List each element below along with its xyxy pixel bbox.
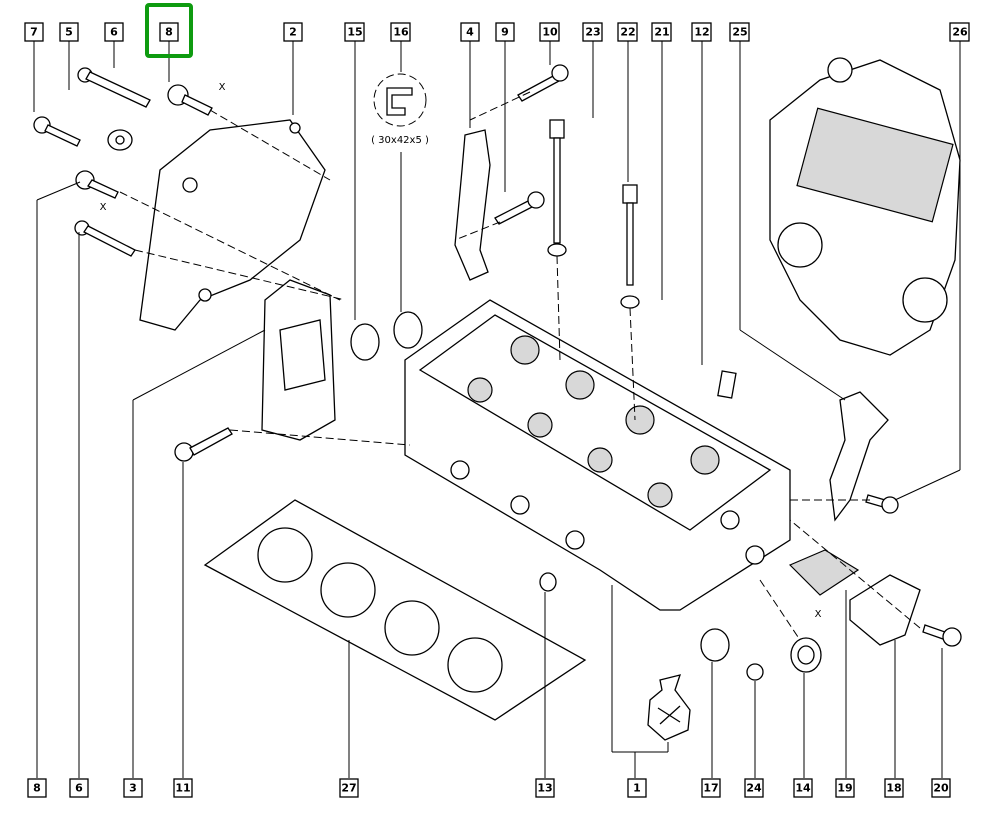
part-24-plug[interactable] xyxy=(746,663,764,681)
svg-text:15: 15 xyxy=(347,26,362,39)
callout-4[interactable]: 4 xyxy=(460,22,480,42)
callout-23[interactable]: 23 xyxy=(582,22,603,42)
callout-15[interactable]: 15 xyxy=(344,22,365,42)
svg-text:22: 22 xyxy=(620,26,635,39)
bolt-8-left[interactable] xyxy=(75,170,119,199)
bolt-26[interactable] xyxy=(865,494,899,514)
callout-20[interactable]: 20 xyxy=(931,778,951,798)
svg-text:27: 27 xyxy=(341,782,356,795)
bolt-22[interactable] xyxy=(620,184,640,309)
seal-15[interactable] xyxy=(350,311,423,361)
svg-text:17: 17 xyxy=(703,782,718,795)
sensor-12[interactable] xyxy=(717,370,737,399)
dimension-x-label: X xyxy=(815,609,822,620)
svg-text:6: 6 xyxy=(75,782,83,795)
svg-text:9: 9 xyxy=(501,26,509,39)
svg-text:23: 23 xyxy=(585,26,600,39)
callout-10[interactable]: 10 xyxy=(539,22,560,42)
svg-text:14: 14 xyxy=(795,782,811,795)
callout-13[interactable]: 13 xyxy=(535,778,555,798)
svg-text:7: 7 xyxy=(30,26,38,39)
part-17-plug[interactable] xyxy=(700,628,730,662)
part-13-plug[interactable] xyxy=(539,572,557,592)
bolt-10[interactable] xyxy=(517,64,569,102)
svg-text:18: 18 xyxy=(886,782,901,795)
callout-5[interactable]: 5 xyxy=(59,22,79,42)
svg-text:19: 19 xyxy=(837,782,852,795)
bolt-9[interactable] xyxy=(494,191,545,225)
svg-text:25: 25 xyxy=(732,26,747,39)
svg-text:3: 3 xyxy=(129,782,137,795)
svg-text:12: 12 xyxy=(694,26,709,39)
svg-text:2: 2 xyxy=(289,26,297,39)
part-2-bracket[interactable] xyxy=(139,119,326,331)
bolt-11[interactable] xyxy=(174,427,233,462)
callout-8-bottom[interactable]: 8 xyxy=(27,778,47,798)
svg-text:8: 8 xyxy=(33,782,41,795)
callout-12[interactable]: 12 xyxy=(691,22,712,42)
part-1-cylinder-head[interactable] xyxy=(404,299,791,611)
bolt-7[interactable] xyxy=(33,116,81,147)
callout-9[interactable]: 9 xyxy=(495,22,515,42)
callout-2[interactable]: 2 xyxy=(283,22,303,42)
svg-text:11: 11 xyxy=(175,782,190,795)
bolt-8-top[interactable] xyxy=(167,84,213,116)
svg-text:21: 21 xyxy=(654,26,669,39)
seal-size-label: ( 30x42x5 ) xyxy=(371,135,429,146)
svg-text:8: 8 xyxy=(165,26,173,39)
washer-5[interactable] xyxy=(107,129,133,151)
callout-8-selected[interactable]: 8 xyxy=(145,3,193,58)
part-19-gasket[interactable] xyxy=(788,549,860,596)
callout-26[interactable]: 26 xyxy=(949,22,970,42)
callout-21[interactable]: 21 xyxy=(651,22,672,42)
callout-14[interactable]: 14 xyxy=(793,778,813,798)
callout-6-bottom[interactable]: 6 xyxy=(69,778,89,798)
svg-text:13: 13 xyxy=(537,782,552,795)
part-4-bracket[interactable] xyxy=(454,129,491,281)
svg-text:4: 4 xyxy=(466,26,474,39)
guide-lines xyxy=(119,91,921,641)
part-14-seal[interactable] xyxy=(790,637,822,673)
engine-overview-illustration xyxy=(769,57,961,356)
bolt-23[interactable] xyxy=(547,119,567,257)
oil-seal-detail-icon xyxy=(373,73,427,127)
part-18-cover[interactable] xyxy=(849,574,921,646)
svg-text:5: 5 xyxy=(65,26,73,39)
callout-22[interactable]: 22 xyxy=(617,22,638,42)
part-3-bracket[interactable] xyxy=(261,279,336,441)
callout-11[interactable]: 11 xyxy=(173,778,193,798)
svg-text:10: 10 xyxy=(542,26,558,39)
callout-leaders xyxy=(33,40,961,778)
callout-16[interactable]: 16 xyxy=(390,22,411,42)
callout-27[interactable]: 27 xyxy=(339,778,359,798)
callout-3[interactable]: 3 xyxy=(123,778,143,798)
callout-19[interactable]: 19 xyxy=(835,778,855,798)
svg-text:1: 1 xyxy=(633,782,641,795)
bolt-6-left[interactable] xyxy=(74,220,136,257)
svg-text:6: 6 xyxy=(110,26,118,39)
callout-25[interactable]: 25 xyxy=(729,22,750,42)
callout-17[interactable]: 17 xyxy=(701,778,721,798)
bolt-6-top[interactable] xyxy=(77,67,151,108)
callout-6[interactable]: 6 xyxy=(104,22,124,42)
callout-1[interactable]: 1 xyxy=(627,778,647,798)
callout-7[interactable]: 7 xyxy=(24,22,44,42)
callout-18[interactable]: 18 xyxy=(884,778,904,798)
dimension-x-label: X xyxy=(100,202,107,213)
svg-text:26: 26 xyxy=(952,26,968,39)
bolt-20[interactable] xyxy=(922,624,962,647)
svg-text:24: 24 xyxy=(746,782,762,795)
dimension-x-label: X xyxy=(219,82,226,93)
svg-text:16: 16 xyxy=(393,26,409,39)
repair-kit-bag-icon xyxy=(647,674,691,741)
callout-24[interactable]: 24 xyxy=(744,778,764,798)
svg-text:20: 20 xyxy=(933,782,949,795)
part-27-head-gasket[interactable] xyxy=(203,499,587,721)
